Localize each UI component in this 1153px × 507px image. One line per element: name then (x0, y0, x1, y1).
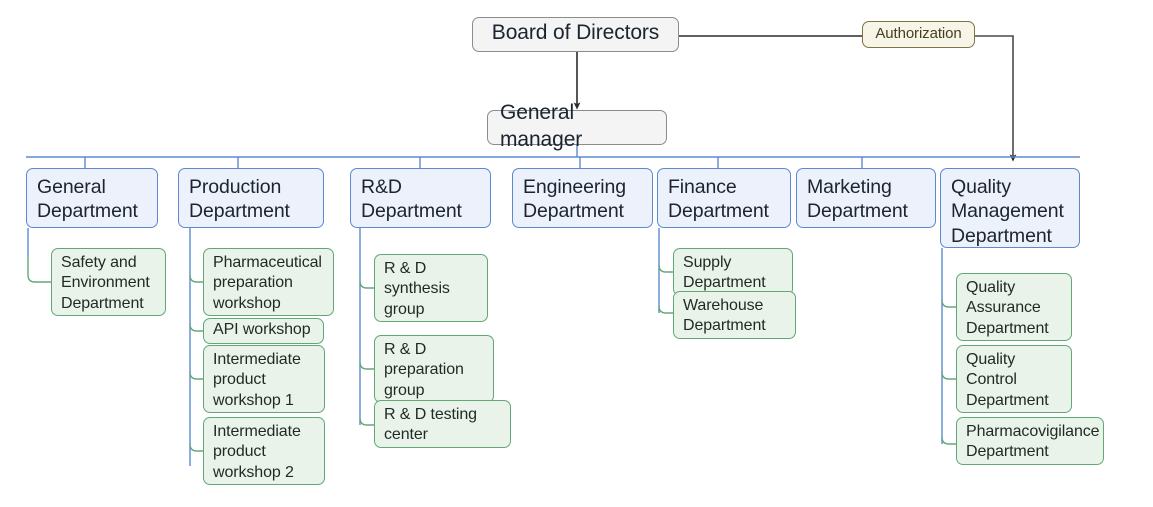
elbow-production-1 (189, 274, 203, 283)
node-subunit-intermediate-product-workshop-1[interactable]: Intermediate product workshop 1 (203, 345, 325, 413)
node-label: Warehouse Department (683, 297, 766, 335)
node-subunit-warehouse-department[interactable]: Warehouse Department (673, 291, 796, 339)
node-subunit-rnd-preparation-group[interactable]: R & D preparation group (374, 335, 494, 403)
elbow-finance-2 (658, 305, 673, 314)
node-subunit-supply-department[interactable]: Supply Department (673, 248, 793, 296)
node-label: R & D synthesis group (384, 260, 450, 318)
node-department-general[interactable]: General Department (26, 168, 158, 228)
node-label: Supply Department (683, 254, 766, 292)
node-label: Board of Directors (491, 21, 660, 45)
elbow-rnd-1 (359, 280, 374, 289)
node-label: Intermediate product workshop 2 (213, 423, 301, 481)
node-label: Quality Control Department (966, 351, 1049, 409)
node-department-quality[interactable]: Quality Management Department (940, 168, 1080, 248)
node-label: Authorization (875, 24, 962, 42)
node-label: Production Department (189, 176, 290, 223)
node-label: Intermediate product workshop 1 (213, 351, 301, 409)
elbow-general-1 (27, 256, 51, 283)
elbow-rnd-3 (359, 417, 374, 426)
node-label: R&D Department (361, 176, 462, 223)
elbow-finance-1 (658, 264, 673, 273)
node-label: Quality Management Department (951, 176, 1064, 247)
node-label: R & D preparation group (384, 341, 464, 399)
node-label: Finance Department (668, 176, 769, 223)
link-authorization-quality (975, 35, 1017, 162)
node-label: General manager (500, 101, 583, 151)
node-subunit-pharmacovigilance-department[interactable]: Pharmacovigilance Department (956, 417, 1104, 465)
node-board-of-directors[interactable]: Board of Directors (472, 17, 679, 52)
elbow-production-2 (189, 323, 203, 332)
node-label: Pharmaceutical preparation workshop (213, 254, 322, 312)
node-label: Marketing Department (807, 176, 908, 223)
node-subunit-quality-control-department[interactable]: Quality Control Department (956, 345, 1072, 413)
node-label: Engineering Department (523, 176, 626, 223)
node-department-production[interactable]: Production Department (178, 168, 324, 228)
node-subunit-safety-environment[interactable]: Safety and Environment Department (51, 248, 166, 316)
node-subunit-rnd-testing-center[interactable]: R & D testing center (374, 400, 511, 448)
node-label: Quality Assurance Department (966, 279, 1049, 337)
node-department-finance[interactable]: Finance Department (657, 168, 791, 228)
elbow-quality-2 (941, 371, 956, 380)
node-authorization[interactable]: Authorization (862, 21, 975, 48)
node-label: API workshop (213, 320, 311, 338)
node-subunit-intermediate-product-workshop-2[interactable]: Intermediate product workshop 2 (203, 417, 325, 485)
node-subunit-api-workshop[interactable]: API workshop (203, 318, 324, 344)
elbow-production-3 (189, 371, 203, 380)
node-subunit-pharmaceutical-preparation-workshop[interactable]: Pharmaceutical preparation workshop (203, 248, 334, 316)
elbow-rnd-2 (359, 361, 374, 370)
node-subunit-rnd-synthesis-group[interactable]: R & D synthesis group (374, 254, 488, 322)
node-label: Pharmacovigilance Department (966, 423, 1100, 461)
elbow-production-4 (189, 443, 203, 452)
node-label: R & D testing center (384, 406, 477, 444)
node-label: General Department (37, 176, 138, 223)
elbow-quality-3 (941, 436, 956, 445)
node-department-engineering[interactable]: Engineering Department (512, 168, 653, 228)
node-general-manager[interactable]: General manager (487, 101, 667, 151)
node-department-marketing[interactable]: Marketing Department (796, 168, 936, 228)
node-department-rnd[interactable]: R&D Department (350, 168, 491, 228)
node-label: Safety and Environment Department (61, 254, 150, 312)
elbow-quality-1 (941, 299, 956, 308)
node-subunit-quality-assurance-department[interactable]: Quality Assurance Department (956, 273, 1072, 341)
